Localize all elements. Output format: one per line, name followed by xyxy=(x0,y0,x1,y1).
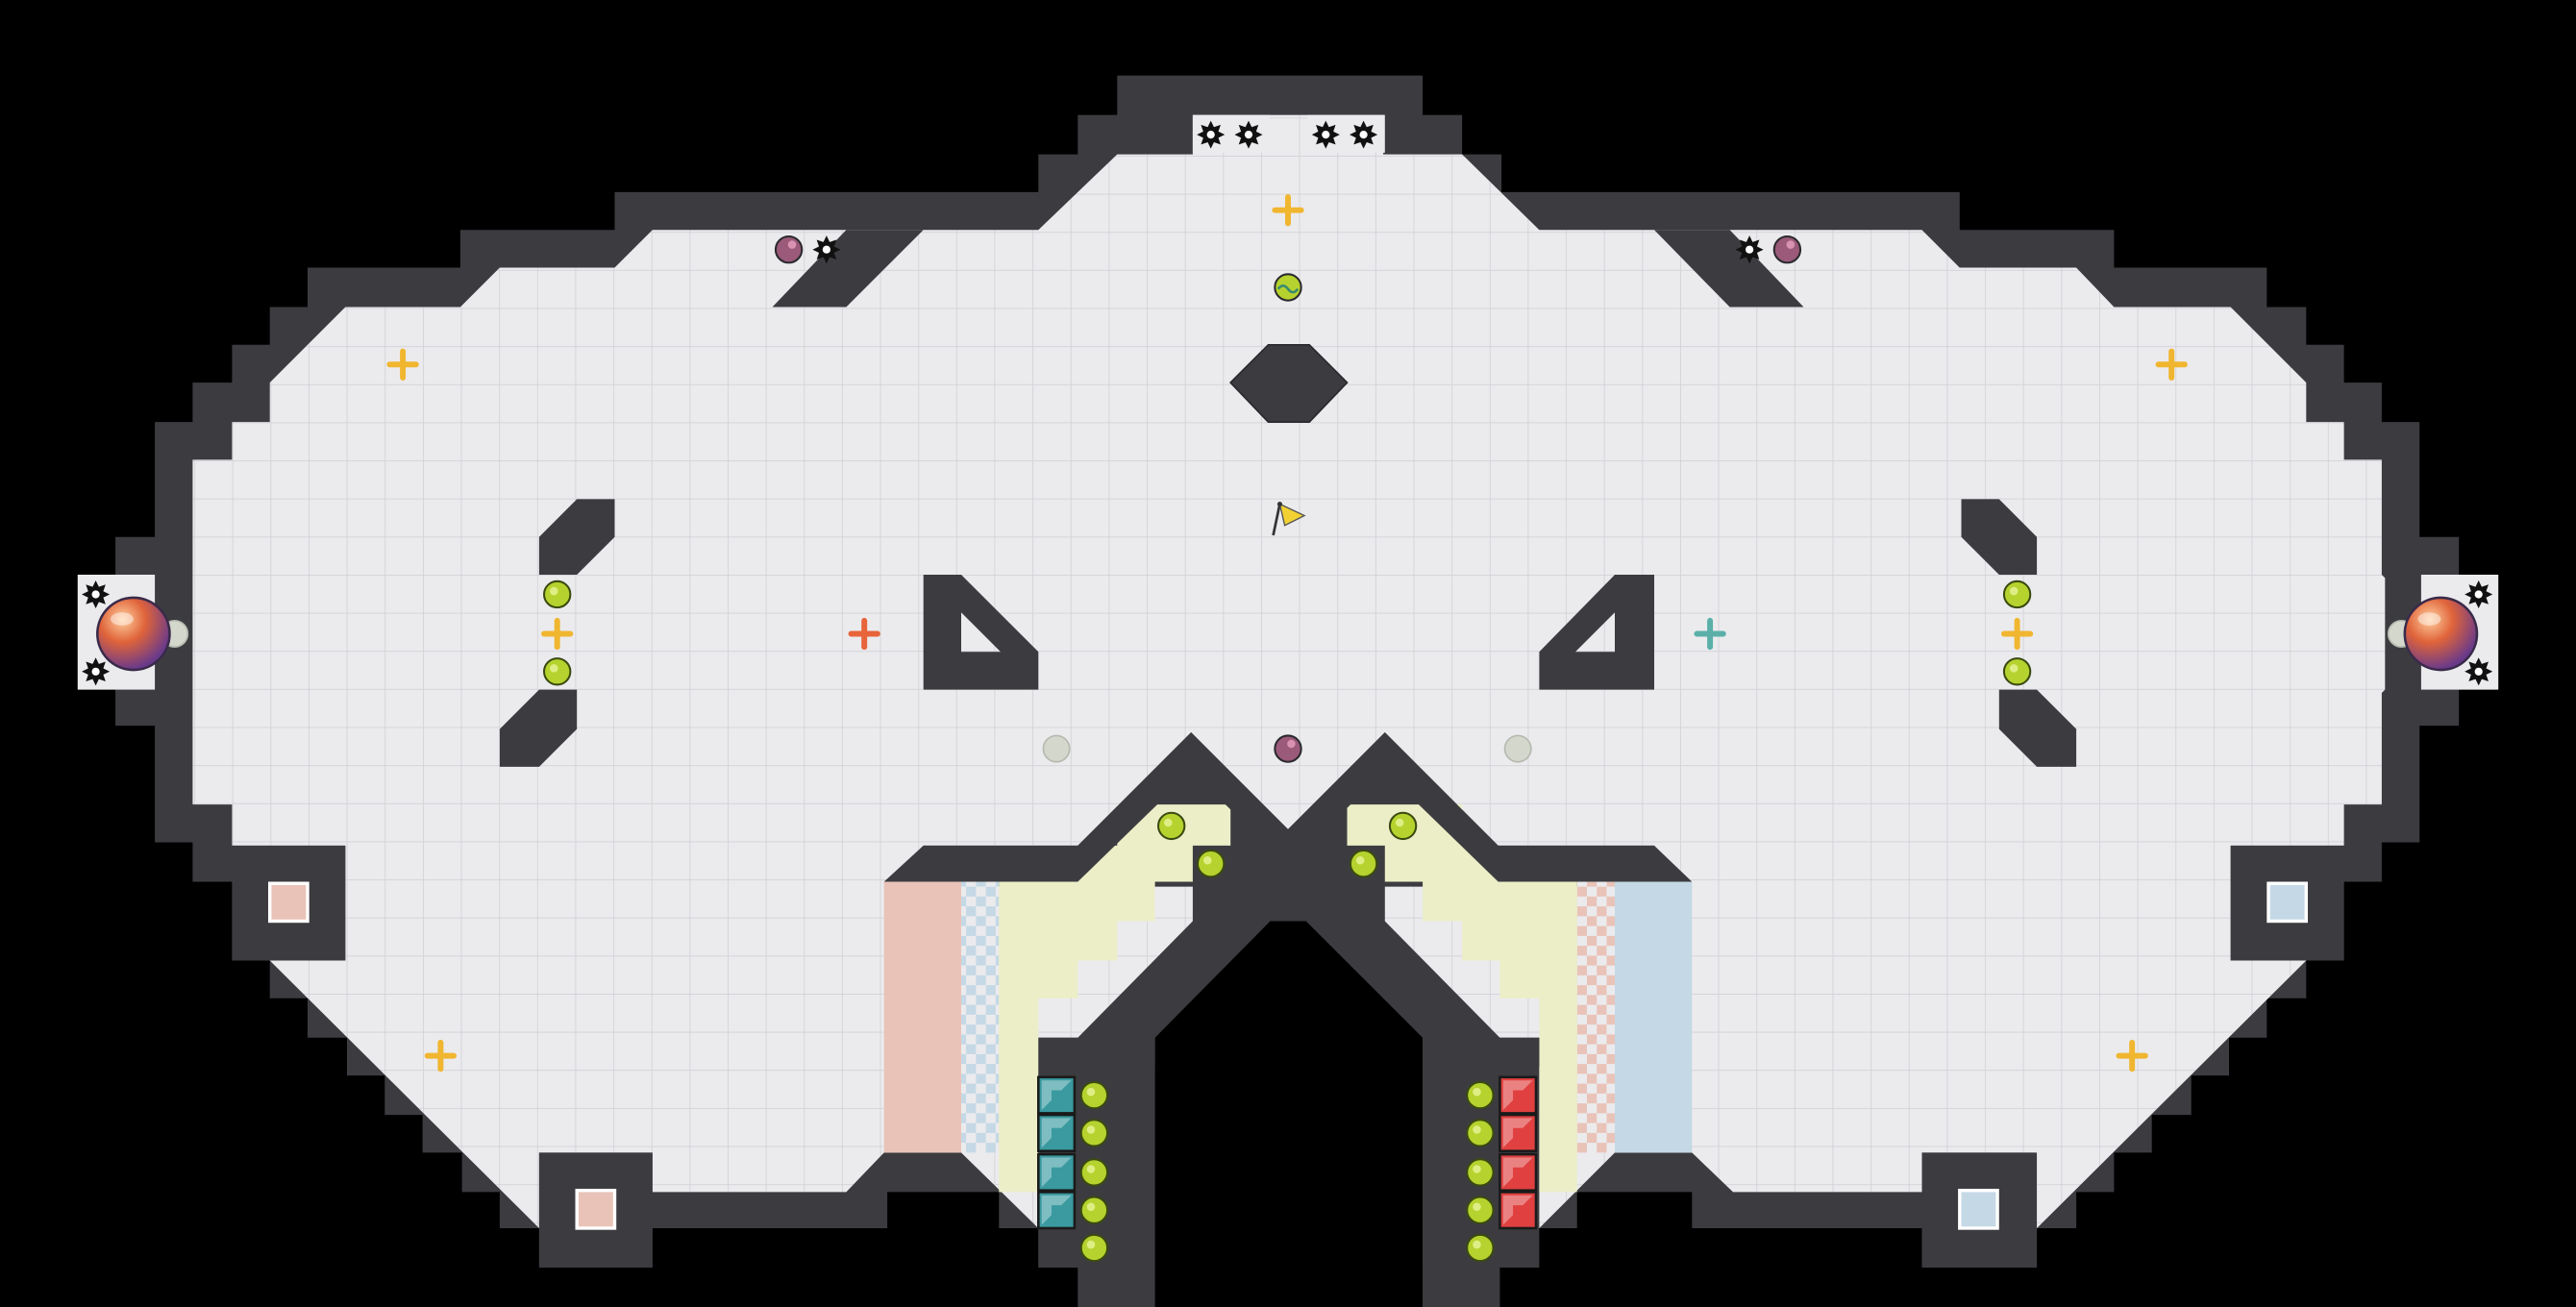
inactive-powerup-icon xyxy=(1503,734,1532,763)
left-triangle-wall xyxy=(923,574,1039,690)
map-items xyxy=(82,120,2493,1263)
bomb-icon[interactable] xyxy=(1772,235,1802,264)
red-base-topleft-tile xyxy=(267,881,310,924)
teal-gate-tile-icon[interactable] xyxy=(1037,1191,1077,1230)
blue-base-bottomright-tile xyxy=(1958,1188,1999,1230)
teal-gate-tile-icon[interactable] xyxy=(1037,1152,1077,1192)
spawn-plus-icon xyxy=(848,617,880,651)
yellow-flag-icon[interactable] xyxy=(1272,501,1306,536)
right-triangle-wall xyxy=(1539,574,1655,690)
bomb-icon[interactable] xyxy=(1274,734,1302,763)
spawn-plus-icon xyxy=(1694,617,1726,651)
spike-icon xyxy=(1350,120,1378,149)
inactive-powerup-icon xyxy=(1042,734,1071,763)
spawn-plus-icon xyxy=(2155,348,2188,381)
portal-orb-icon[interactable] xyxy=(96,596,171,672)
powerup-icon[interactable] xyxy=(1466,1196,1495,1224)
spike-icon xyxy=(2465,657,2493,686)
powerup-icon[interactable] xyxy=(2002,580,2032,609)
yellow-zone-right xyxy=(1347,804,1577,1193)
red-gate-tile-icon[interactable] xyxy=(1499,1113,1538,1152)
powerup-icon[interactable] xyxy=(1079,1233,1109,1263)
red-gate-tile-icon[interactable] xyxy=(1499,1191,1538,1230)
center-hexagon-wall xyxy=(1229,343,1349,423)
red-base-bottomleft-tile xyxy=(575,1188,617,1230)
red-checker-right xyxy=(1576,881,1615,1153)
top-left-diagonal-wall xyxy=(772,230,924,308)
powerup-icon[interactable] xyxy=(1079,1158,1109,1187)
gate-tiles xyxy=(1037,1075,1538,1230)
powerup-icon[interactable] xyxy=(2002,657,2032,686)
portal-orb-icon[interactable] xyxy=(2403,596,2479,672)
blue-base-topright-tile xyxy=(2266,881,2309,924)
powerup-icon[interactable] xyxy=(543,657,572,686)
spike-icon xyxy=(82,580,111,609)
powerup-icon[interactable] xyxy=(1388,811,1418,841)
center-v-wall xyxy=(883,732,1693,882)
spawn-plus-icon xyxy=(541,617,574,651)
powerup-icon[interactable] xyxy=(1466,1158,1495,1187)
spike-icon xyxy=(82,657,111,686)
powerup-icon[interactable] xyxy=(1197,850,1226,878)
teal-gate-tile-icon[interactable] xyxy=(1037,1075,1077,1115)
yellow-zone-left xyxy=(999,804,1231,1193)
top-right-diagonal-wall xyxy=(1654,230,1804,308)
teal-gate-tile-icon[interactable] xyxy=(1037,1113,1077,1152)
powerup-icon[interactable] xyxy=(1079,1196,1109,1224)
powerup-icon[interactable] xyxy=(1157,811,1186,841)
spawn-plus-icon xyxy=(2116,1039,2148,1073)
red-gate-tile-icon[interactable] xyxy=(1499,1152,1538,1192)
right-lower-block xyxy=(1998,689,2077,767)
spike-icon xyxy=(1735,235,1764,264)
powerup-icon[interactable] xyxy=(1274,273,1302,302)
blue-checker-left xyxy=(961,881,1000,1153)
spike-icon xyxy=(1197,120,1226,149)
powerup-icon[interactable] xyxy=(1466,1080,1495,1110)
arena-floor xyxy=(192,114,2386,1228)
red-gate-tile-icon[interactable] xyxy=(1499,1075,1538,1115)
powerup-icon[interactable] xyxy=(1349,850,1378,878)
spawn-plus-icon xyxy=(386,348,419,381)
spawn-plus-icon xyxy=(424,1039,458,1073)
powerup-icon[interactable] xyxy=(1466,1233,1495,1263)
spike-icon xyxy=(2465,580,2493,609)
spike-icon xyxy=(1311,120,1340,149)
right-upper-block xyxy=(1961,499,2038,575)
left-upper-block xyxy=(538,499,615,575)
center-v-stem xyxy=(1268,845,1310,903)
powerup-icon[interactable] xyxy=(1079,1119,1109,1147)
blue-zone-right xyxy=(1615,881,1693,1153)
red-zone-left xyxy=(883,881,961,1153)
spawn-plus-icon xyxy=(2000,617,2034,651)
bomb-icon[interactable] xyxy=(774,235,804,264)
left-inner-diagonal xyxy=(1129,881,1288,1307)
left-lower-block xyxy=(499,689,578,767)
powerup-icon[interactable] xyxy=(543,580,572,609)
powerup-icon[interactable] xyxy=(1466,1119,1495,1147)
spike-icon xyxy=(1234,120,1263,149)
center-pit xyxy=(1154,921,1424,1307)
powerup-icon[interactable] xyxy=(1079,1080,1109,1110)
right-gate-box-wall xyxy=(1423,1037,1540,1268)
spawn-plus-icon xyxy=(1272,194,1304,227)
spike-icon xyxy=(812,235,841,264)
